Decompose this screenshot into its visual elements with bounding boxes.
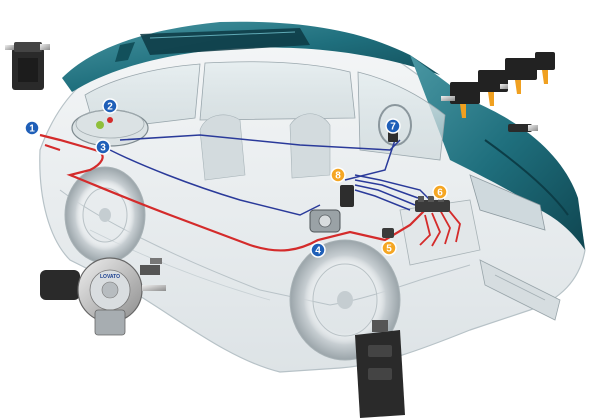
sensor-in-car: [388, 132, 398, 142]
marker-4: 4: [310, 242, 326, 258]
wheel-rear: [64, 166, 146, 264]
filler-valve-component: [5, 42, 50, 90]
marker-7-label: 7: [390, 122, 396, 133]
ecu-in-car: [340, 185, 354, 207]
marker-5-label: 5: [386, 244, 392, 255]
marker-3: 3: [95, 139, 111, 155]
marker-6-label: 6: [437, 188, 443, 199]
reducer-brand-label: LOVATO: [100, 274, 120, 280]
marker-1: 1: [24, 120, 40, 136]
marker-5: 5: [381, 240, 397, 256]
lpg-tank: [71, 109, 149, 147]
reducer-component: LOVATO: [40, 257, 166, 336]
ecu-component: [355, 320, 405, 418]
car-windows: [84, 61, 446, 181]
marker-7: 7: [385, 118, 401, 134]
marker-2: 2: [102, 98, 118, 114]
filter-in-car: [382, 228, 394, 238]
marker-6: 6: [432, 184, 448, 200]
marker-1-label: 1: [29, 124, 35, 135]
injector-rail-component: [441, 52, 555, 132]
marker-8-label: 8: [335, 171, 341, 182]
injector-lines: [419, 207, 461, 247]
marker-2-label: 2: [107, 102, 113, 113]
signal-lines: [109, 134, 431, 216]
marker-4-label: 4: [315, 246, 321, 257]
reducer-in-car: [309, 209, 341, 233]
marker-8: 8: [330, 167, 346, 183]
marker-3-label: 3: [100, 143, 106, 154]
gas-line: [39, 133, 426, 252]
